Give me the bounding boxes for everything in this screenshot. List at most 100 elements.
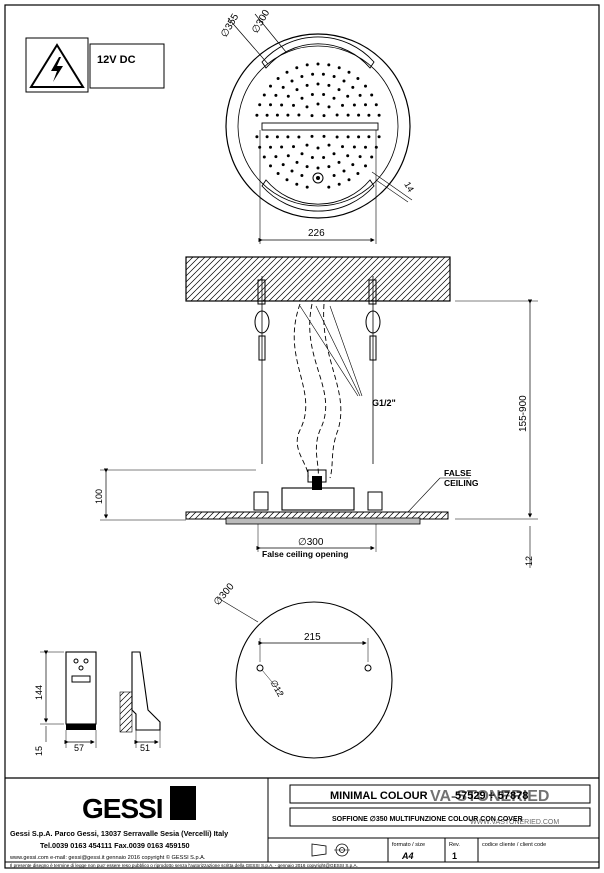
nozzle-dot bbox=[358, 93, 362, 97]
nozzle-dot bbox=[310, 114, 314, 118]
nozzle-dot bbox=[358, 155, 362, 159]
gessi-logo: GESSI bbox=[82, 786, 196, 824]
nozzle-dot bbox=[255, 113, 259, 117]
opening-label: False ceiling opening bbox=[262, 549, 348, 559]
nozzle-dot bbox=[290, 169, 294, 173]
nozzle-dot bbox=[280, 103, 284, 107]
nozzle-dot bbox=[285, 178, 289, 182]
hose-3 bbox=[323, 303, 342, 479]
nozzle-dot bbox=[337, 182, 341, 186]
dim-opening-300: ∅300 bbox=[298, 537, 324, 548]
nozzle-dot bbox=[281, 85, 285, 89]
web-line: www.gessi.com e-mail: gessi@gessi.it gen… bbox=[9, 854, 206, 861]
dim-cutout-diameter: ∅300 bbox=[212, 581, 237, 608]
nozzle-dot bbox=[335, 113, 339, 117]
high-voltage-icon bbox=[29, 43, 85, 88]
dim-height-range: 155-900 bbox=[518, 395, 529, 432]
dim-light-14: 14 bbox=[402, 180, 416, 194]
nozzle-dot bbox=[262, 155, 266, 159]
nozzle-dot bbox=[356, 172, 360, 175]
dim-box-base: 15 bbox=[34, 746, 44, 756]
nozzle-dot bbox=[269, 164, 272, 168]
nozzle-dot bbox=[367, 113, 371, 117]
hose-2 bbox=[309, 303, 327, 479]
nozzle-dot bbox=[258, 103, 262, 107]
nozzle-dot bbox=[364, 103, 367, 107]
nozzle-dot bbox=[357, 135, 361, 139]
thread-label: G1/2" bbox=[372, 398, 396, 408]
nozzle-dot bbox=[310, 134, 314, 138]
nozzle-dot bbox=[305, 63, 309, 67]
nozzle-dot bbox=[265, 113, 269, 117]
nozzle-dot bbox=[352, 145, 356, 149]
nozzle-dot bbox=[377, 135, 381, 139]
top-view: ∅355 ∅300 226 14 bbox=[219, 8, 416, 244]
nozzle-dot bbox=[300, 75, 304, 78]
title-line-2: 57529 ÷ 57878 bbox=[455, 790, 528, 802]
dim-box-width: 57 bbox=[74, 743, 84, 753]
nozzle-dot bbox=[305, 105, 309, 109]
nozzle-dot bbox=[364, 145, 367, 149]
nozzle-dot bbox=[316, 102, 320, 106]
nozzle-dot bbox=[286, 113, 290, 117]
nozzle-dot bbox=[337, 160, 341, 164]
watermark-sub: WWW.VASTONERIED.COM bbox=[470, 819, 559, 826]
nozzle-dot bbox=[351, 163, 355, 167]
title-line-1: MINIMAL COLOUR bbox=[330, 790, 428, 802]
nozzle-dot bbox=[364, 164, 367, 168]
nozzle-dot bbox=[274, 93, 278, 97]
nozzle-dot bbox=[332, 152, 336, 156]
anchor-right bbox=[365, 276, 381, 464]
cutout-view: ∅300 215 ∅12 bbox=[212, 581, 393, 759]
nozzle-dot bbox=[311, 72, 315, 76]
rev-label: Rev. bbox=[449, 842, 460, 848]
nozzle-dot bbox=[335, 135, 339, 139]
nozzle-dot bbox=[276, 172, 280, 175]
nozzle-dot bbox=[346, 113, 350, 117]
mount-hole-right bbox=[364, 664, 372, 672]
mount-hole-left bbox=[256, 664, 264, 672]
format-value: A4 bbox=[401, 851, 414, 861]
nozzle-dot bbox=[275, 135, 279, 139]
false-ceiling-label-1: FALSE bbox=[444, 468, 472, 478]
nozzle-dot bbox=[310, 156, 314, 159]
nozzle-dot bbox=[255, 135, 259, 139]
nozzle-dot bbox=[300, 174, 304, 177]
nozzle-dot bbox=[276, 77, 280, 80]
phone-line: Tel.0039 0163 454111 Fax.0039 0163 45915… bbox=[40, 841, 190, 850]
nozzle-dot bbox=[327, 165, 331, 169]
nozzle-dot bbox=[327, 105, 331, 109]
center-knob bbox=[312, 172, 324, 184]
nozzle-dot bbox=[316, 82, 320, 86]
nozzle-pattern bbox=[255, 62, 381, 189]
nozzle-dot bbox=[281, 163, 285, 167]
nozzle-dot bbox=[346, 94, 350, 98]
subtitle: SOFFIONE ∅350 MULTIFUNZIONE COLOUR CON C… bbox=[332, 815, 523, 823]
nozzle-dot bbox=[337, 88, 341, 92]
nozzle-dot bbox=[292, 145, 295, 149]
brand-logo-text: GESSI bbox=[82, 793, 163, 824]
nozzle-dot bbox=[305, 165, 309, 169]
hose-1 bbox=[293, 303, 309, 479]
nozzle-dot bbox=[310, 93, 314, 96]
nozzle-dot bbox=[286, 135, 290, 139]
control-box-side bbox=[131, 651, 161, 731]
nozzle-dot bbox=[275, 113, 279, 117]
dim-hanger-100: 100 bbox=[94, 489, 104, 504]
nozzle-dot bbox=[285, 70, 289, 74]
dim-width-226: 226 bbox=[308, 228, 325, 239]
nozzle-dot bbox=[305, 143, 309, 147]
nozzle-dot bbox=[269, 145, 272, 149]
nozzle-dot bbox=[305, 83, 309, 87]
client-code-label: codice cliente / client code bbox=[482, 842, 546, 848]
nozzle-dot bbox=[322, 134, 326, 138]
title-block: GESSI Gessi S.p.A. Parco Gessi, 13037 Se… bbox=[5, 777, 599, 868]
nozzle-dot bbox=[280, 145, 284, 149]
nozzle-dot bbox=[262, 93, 266, 97]
nozzle-dot bbox=[347, 70, 351, 74]
nozzle-dot bbox=[295, 160, 299, 164]
nozzle-dot bbox=[356, 77, 360, 80]
nozzle-dot bbox=[364, 84, 367, 88]
nozzle-dot bbox=[286, 94, 290, 98]
nozzle-dot bbox=[351, 85, 355, 89]
